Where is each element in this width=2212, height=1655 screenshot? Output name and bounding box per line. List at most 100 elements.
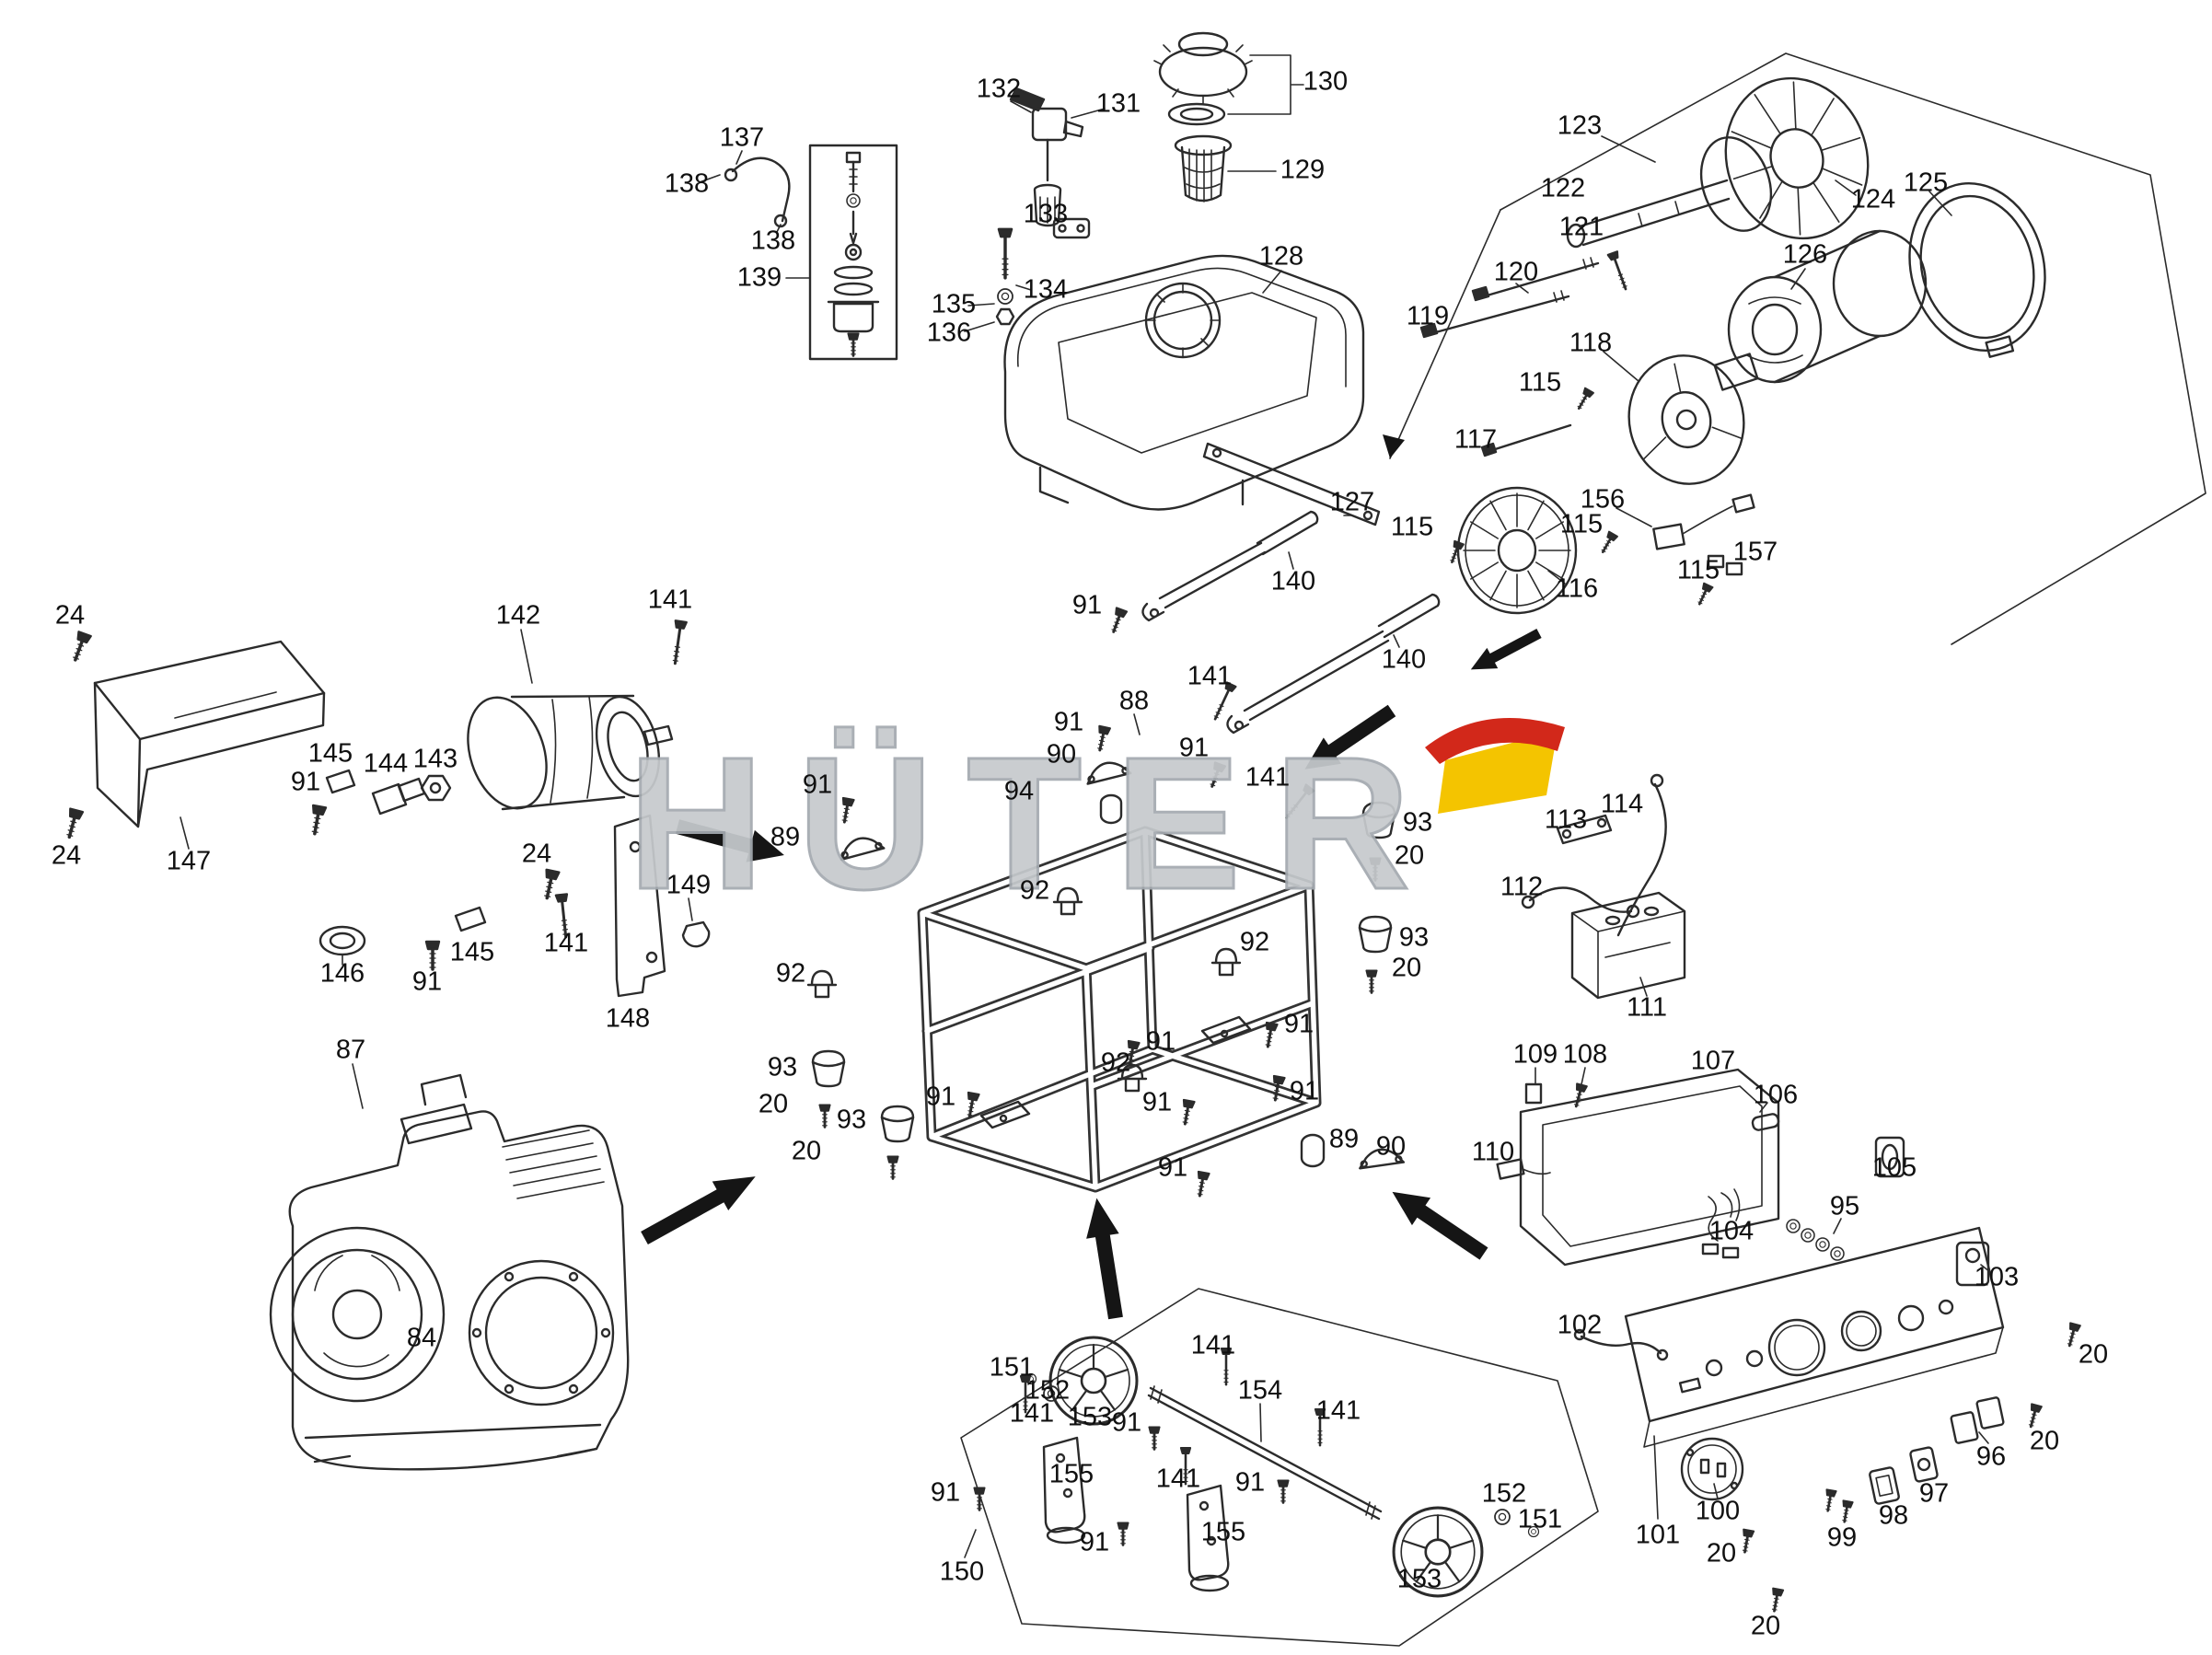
part-label-20: 20 (1391, 953, 1422, 983)
part-label-88: 88 (1118, 686, 1150, 716)
part-label-91: 91 (930, 1477, 961, 1508)
part-label-150: 150 (939, 1557, 985, 1587)
part-label-122: 122 (1540, 173, 1586, 203)
engine-sketch (269, 1063, 630, 1471)
part-label-148: 148 (605, 1003, 651, 1034)
control-panel-sketch (1496, 1067, 2082, 1614)
part-label-141: 141 (543, 928, 589, 958)
part-label-141: 141 (1187, 661, 1233, 691)
handles-sketch (1141, 510, 1441, 735)
part-label-93: 93 (767, 1052, 798, 1082)
battery-wires-sketch (1521, 773, 1686, 1000)
frame-mounts-sketch (806, 606, 1406, 1198)
part-label-91: 91 (1111, 1407, 1142, 1438)
part-label-92: 92 (1019, 875, 1050, 906)
part-label-155: 155 (1048, 1459, 1094, 1489)
part-label-20: 20 (1394, 840, 1425, 871)
part-label-99: 99 (1826, 1522, 1858, 1553)
part-label-133: 133 (1023, 199, 1069, 229)
part-label-121: 121 (1558, 212, 1604, 242)
part-label-91: 91 (411, 966, 443, 997)
part-label-140: 140 (1381, 644, 1427, 675)
part-label-91: 91 (1289, 1076, 1320, 1106)
part-label-141: 141 (1190, 1330, 1236, 1360)
part-label-155: 155 (1200, 1517, 1246, 1547)
part-label-141: 141 (1009, 1398, 1055, 1429)
part-label-91: 91 (1079, 1527, 1110, 1557)
part-label-149: 149 (666, 870, 712, 900)
part-label-114: 114 (1600, 789, 1644, 819)
part-label-93: 93 (1398, 922, 1430, 953)
part-label-136: 136 (926, 318, 972, 348)
part-label-134: 134 (1023, 274, 1069, 305)
part-label-127: 127 (1329, 487, 1375, 517)
part-label-109: 109 (1512, 1039, 1558, 1070)
part-label-145: 145 (307, 738, 353, 769)
bracket-cluster-sketch (307, 769, 711, 998)
brand-logo (1419, 700, 1576, 842)
part-label-115: 115 (1390, 512, 1434, 542)
part-label-138: 138 (750, 226, 796, 256)
part-label-151: 151 (989, 1352, 1035, 1383)
part-label-91: 91 (1071, 590, 1103, 620)
fuel-valve-sketch (964, 87, 1106, 332)
part-label-156: 156 (1580, 484, 1626, 515)
alternator-sketch (1383, 52, 2206, 681)
part-label-141: 141 (647, 584, 693, 615)
part-label-116: 116 (1555, 573, 1599, 604)
part-label-93: 93 (836, 1105, 867, 1135)
part-label-142: 142 (495, 600, 541, 631)
part-label-115: 115 (1518, 367, 1562, 398)
part-label-132: 132 (976, 74, 1022, 104)
part-label-89: 89 (770, 822, 801, 852)
part-label-98: 98 (1878, 1500, 1909, 1531)
part-label-90: 90 (1046, 739, 1077, 770)
part-label-90: 90 (1375, 1131, 1407, 1162)
part-label-107: 107 (1690, 1046, 1736, 1076)
part-label-20: 20 (791, 1136, 822, 1166)
part-label-91: 91 (1234, 1467, 1266, 1498)
part-label-95: 95 (1829, 1191, 1860, 1221)
part-label-151: 151 (1517, 1504, 1563, 1534)
part-label-102: 102 (1557, 1310, 1603, 1340)
part-label-138: 138 (664, 168, 710, 199)
part-label-113: 113 (1544, 804, 1588, 835)
part-label-20: 20 (758, 1089, 789, 1119)
part-label-123: 123 (1557, 110, 1603, 141)
wheel-kit-sketch (960, 1288, 1599, 1647)
part-label-110: 110 (1471, 1137, 1515, 1167)
part-label-140: 140 (1270, 566, 1316, 596)
part-label-96: 96 (1975, 1441, 2007, 1472)
part-label-104: 104 (1708, 1216, 1755, 1246)
fuel-cap-sketch (1153, 31, 1304, 203)
part-label-115: 115 (1676, 555, 1720, 585)
part-label-143: 143 (412, 744, 458, 774)
part-label-100: 100 (1695, 1496, 1741, 1526)
part-label-20: 20 (2078, 1339, 2109, 1370)
part-label-152: 152 (1025, 1375, 1071, 1406)
part-label-146: 146 (319, 958, 365, 989)
fuel-tank-sketch (1003, 254, 1381, 527)
part-label-139: 139 (736, 262, 782, 293)
part-label-24: 24 (54, 600, 86, 631)
part-label-108: 108 (1562, 1039, 1608, 1070)
frame-sketch (917, 713, 1322, 1193)
part-label-119: 119 (1406, 301, 1450, 331)
part-label-130: 130 (1303, 66, 1349, 97)
brand-logo-yellow-shape (1438, 731, 1558, 814)
part-label-89: 89 (1328, 1124, 1360, 1154)
part-label-93: 93 (1402, 807, 1433, 838)
part-label-147: 147 (166, 846, 212, 876)
brand-logo-red-swoosh (1425, 717, 1565, 764)
part-label-157: 157 (1732, 537, 1778, 567)
carb-kit-sketch (699, 144, 898, 361)
part-label-141: 141 (1245, 762, 1291, 793)
part-label-91: 91 (1178, 733, 1210, 763)
part-label-115: 115 (1559, 509, 1604, 539)
muffler-sketch (467, 619, 689, 811)
part-label-92: 92 (1100, 1047, 1131, 1078)
heat-shield-sketch (61, 630, 326, 850)
part-label-91: 91 (1283, 1009, 1314, 1039)
